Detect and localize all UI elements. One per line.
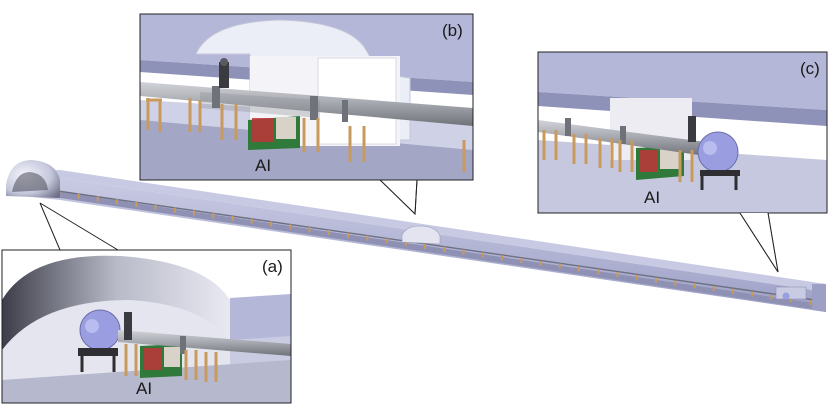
tunnel-stand bbox=[693, 283, 696, 289]
tunnel-stand bbox=[635, 274, 638, 280]
panel-b-letter: (b) bbox=[442, 21, 463, 40]
tunnel-stand bbox=[712, 286, 715, 291]
panel-a-frame bbox=[1, 249, 292, 404]
tunnel-stand bbox=[558, 263, 561, 269]
tunnel-stand bbox=[77, 193, 80, 199]
tunnel-stand bbox=[404, 241, 407, 247]
panel-b-ai-label: AI bbox=[255, 156, 271, 175]
tunnel-inner-floor bbox=[24, 190, 820, 310]
tunnel-stand bbox=[578, 266, 580, 272]
tunnel-stand bbox=[173, 207, 176, 213]
tunnel-stand bbox=[347, 232, 349, 238]
tunnel-end-cap bbox=[812, 284, 826, 312]
right-end-chamber-mini bbox=[782, 292, 790, 300]
tunnel-stand bbox=[501, 255, 503, 261]
tunnel-stand bbox=[424, 244, 426, 249]
tunnel-stand bbox=[308, 227, 311, 233]
tunnel-stand bbox=[96, 196, 99, 202]
tunnel-stand bbox=[809, 300, 811, 305]
panel-a-letter: (a) bbox=[262, 257, 283, 276]
tunnel-stand bbox=[462, 249, 465, 255]
panel-c-letter: (c) bbox=[800, 59, 820, 78]
leader-a-2 bbox=[39, 202, 119, 251]
tunnel-stand bbox=[597, 269, 600, 275]
tunnel-stand bbox=[443, 246, 446, 252]
tunnel-stand bbox=[616, 272, 619, 277]
tunnel-stand bbox=[789, 297, 792, 303]
tunnel-stands bbox=[39, 188, 811, 305]
tunnel-stand bbox=[327, 230, 330, 235]
tunnel-stand bbox=[289, 224, 292, 230]
tunnel-stand bbox=[751, 291, 754, 297]
tunnel-stand bbox=[481, 252, 484, 258]
tunnel-stand bbox=[193, 210, 195, 216]
middle-dome bbox=[401, 225, 441, 245]
tunnel-stand bbox=[539, 260, 542, 266]
right-end-station bbox=[775, 286, 807, 300]
tunnel-stand bbox=[655, 277, 657, 283]
panel-a: (a) AI bbox=[1, 249, 292, 404]
tunnel-stand bbox=[135, 202, 138, 207]
tunnel-stand bbox=[250, 218, 253, 224]
tunnel-stand bbox=[154, 204, 157, 210]
tunnel-stand bbox=[732, 288, 734, 294]
tunnel-stand bbox=[770, 294, 773, 300]
panel-c: (c) AI bbox=[537, 51, 828, 273]
leader-a bbox=[39, 202, 61, 251]
tunnel-stand bbox=[212, 213, 215, 219]
panel-b: (b) AI bbox=[139, 13, 474, 216]
left-dome-opening bbox=[12, 172, 48, 192]
long-tunnel bbox=[6, 160, 826, 312]
tunnel-stand bbox=[520, 258, 523, 263]
tunnel-stand bbox=[366, 235, 369, 241]
tunnel-stand bbox=[674, 280, 677, 286]
tunnel-stand bbox=[385, 238, 388, 244]
tunnel-stand bbox=[231, 216, 234, 221]
panel-a-ai-label: AI bbox=[136, 379, 152, 398]
tunnel-stand bbox=[270, 221, 272, 227]
tunnel-stand bbox=[116, 199, 118, 205]
panel-c-ai-label: AI bbox=[644, 188, 660, 207]
